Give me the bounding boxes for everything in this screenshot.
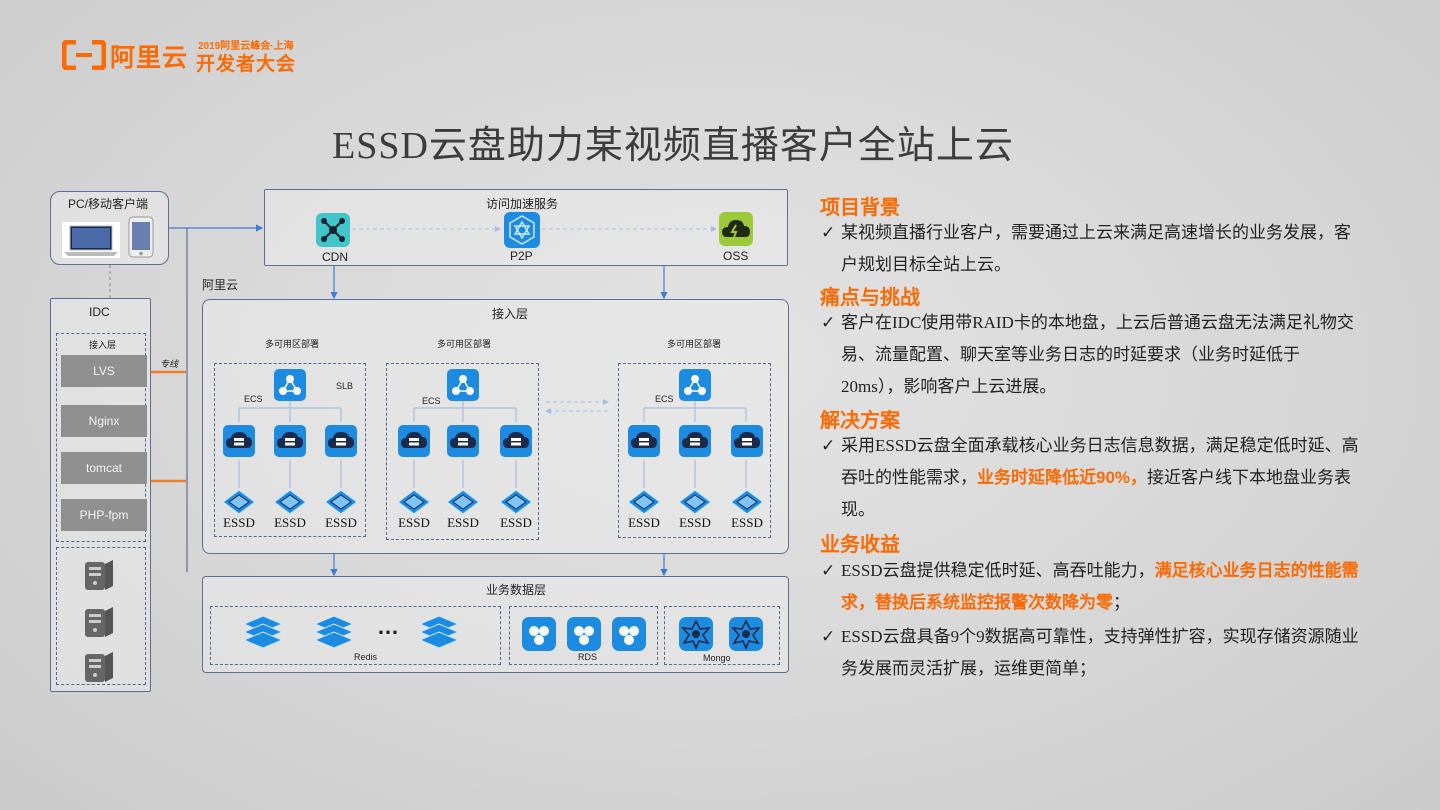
- essd-label: ESSD: [731, 515, 763, 530]
- az-label: 多可用区部署: [265, 339, 320, 349]
- rds-group: [509, 606, 658, 665]
- page-title: ESSD云盘助力某视频直播客户全站上云: [332, 125, 1014, 167]
- cdn-icon: [315, 212, 351, 253]
- solution-item: ✓采用ESSD云盘全面承载核心业务日志信息数据，满足稳定低时延、高吞吐的性能需求…: [821, 436, 1359, 519]
- mongo-label: Mongo: [703, 653, 731, 663]
- ecs-label: ECS: [422, 396, 441, 406]
- redis-ellipsis: …: [377, 614, 399, 639]
- access-layer-label: 接入层: [492, 307, 529, 321]
- phone-icon: [128, 216, 154, 258]
- essd-icon: [324, 489, 358, 520]
- az-zone-2: [386, 363, 539, 540]
- essd-label: ESSD: [500, 515, 532, 530]
- mongo-icon: [728, 616, 764, 657]
- section-heading-benefit: 业务收益: [820, 534, 900, 556]
- redis-icon: [313, 614, 355, 655]
- ecs-icon: [324, 424, 358, 463]
- essd-label: ESSD: [679, 515, 711, 530]
- rds-icon: [611, 616, 647, 657]
- mongo-group: [664, 606, 780, 665]
- ecs-icon: [273, 424, 307, 463]
- essd-icon: [627, 489, 661, 520]
- redis-icon: [242, 614, 284, 655]
- private-line-label: 专线: [160, 359, 179, 369]
- logo-text: 阿里云: [110, 44, 189, 72]
- server-icon: [83, 605, 115, 644]
- oss-icon: [718, 211, 754, 252]
- rds-icon: [566, 616, 602, 657]
- event-subtitle: 2019阿里云峰会·上海: [198, 41, 294, 52]
- essd-icon: [397, 489, 431, 520]
- rds-icon: [521, 616, 557, 657]
- benefit-item: ✓ESSD云盘提供稳定低时延、高吞吐能力，满足核心业务日志的性能需求，替换后系统…: [821, 561, 1359, 612]
- idc-label: IDC: [89, 305, 110, 319]
- az-label: 多可用区部署: [667, 339, 722, 349]
- section-heading-background: 项目背景: [820, 197, 900, 219]
- ecs-icon: [678, 424, 712, 463]
- slb-label: SLB: [336, 381, 354, 391]
- ecs-label: ECS: [244, 394, 263, 404]
- benefit-item: ✓ESSD云盘具备9个9数据高可靠性，支持弹性扩容，实现存储资源随业务发展而灵活…: [821, 627, 1359, 678]
- ecs-icon: [627, 424, 661, 463]
- aliyun-logo-icon: [61, 39, 107, 71]
- section-heading-solution: 解决方案: [820, 410, 900, 432]
- lvs-node: LVS: [61, 355, 147, 387]
- access-service-label: 访问加速服务: [486, 197, 559, 211]
- oss-label: OSS: [723, 249, 749, 263]
- section-heading-pain: 痛点与挑战: [820, 287, 920, 309]
- slb-icon: [678, 368, 712, 407]
- ecs-icon: [499, 424, 533, 463]
- essd-label: ESSD: [274, 515, 306, 530]
- tomcat-node: tomcat: [61, 452, 147, 484]
- p2p-icon: [503, 211, 541, 254]
- essd-icon: [499, 489, 533, 520]
- az-zone-3: [618, 363, 771, 538]
- ecs-icon: [397, 424, 431, 463]
- mongo-icon: [678, 616, 714, 657]
- essd-label: ESSD: [223, 515, 255, 530]
- slb-icon: [446, 368, 480, 407]
- pain-item: ✓客户在IDC使用带RAID卡的本地盘，上云后普通云盘无法满足礼物交易、流量配置…: [821, 313, 1354, 396]
- essd-icon: [273, 489, 307, 520]
- slb-icon: [273, 368, 307, 407]
- idc-access-layer: [56, 333, 146, 542]
- essd-icon: [730, 489, 764, 520]
- rds-label: RDS: [578, 652, 598, 662]
- essd-icon: [446, 489, 480, 520]
- laptop-icon: [62, 222, 120, 258]
- idc-server-group: [56, 547, 146, 685]
- client-label: PC/移动客户端: [68, 197, 149, 211]
- ecs-label: ECS: [655, 394, 674, 404]
- event-title: 开发者大会: [196, 54, 297, 75]
- server-icon: [83, 650, 115, 689]
- essd-label: ESSD: [398, 515, 430, 530]
- redis-group: [210, 606, 501, 665]
- p2p-label: P2P: [510, 249, 533, 263]
- php-fpm-node: PHP-fpm: [61, 499, 147, 531]
- aliyun-label: 阿里云: [202, 278, 239, 292]
- ecs-icon: [446, 424, 480, 463]
- idc-access-label: 接入层: [89, 340, 117, 350]
- az-zone-1: [214, 363, 366, 537]
- ecs-icon: [222, 424, 256, 463]
- cdn-label: CDN: [322, 250, 348, 264]
- redis-icon: [418, 614, 460, 655]
- az-label: 多可用区部署: [437, 339, 492, 349]
- essd-icon: [222, 489, 256, 520]
- essd-label: ESSD: [447, 515, 479, 530]
- essd-label: ESSD: [325, 515, 357, 530]
- redis-label: Redis: [354, 652, 378, 662]
- data-layer-label: 业务数据层: [486, 583, 547, 597]
- essd-label: ESSD: [628, 515, 660, 530]
- ecs-icon: [730, 424, 764, 463]
- server-icon: [83, 558, 115, 597]
- essd-icon: [678, 489, 712, 520]
- nginx-node: Nginx: [61, 405, 147, 437]
- background-item: ✓某视频直播行业客户，需要通过上云来满足高速增长的业务发展，客户规划目标全站上云…: [821, 223, 1351, 274]
